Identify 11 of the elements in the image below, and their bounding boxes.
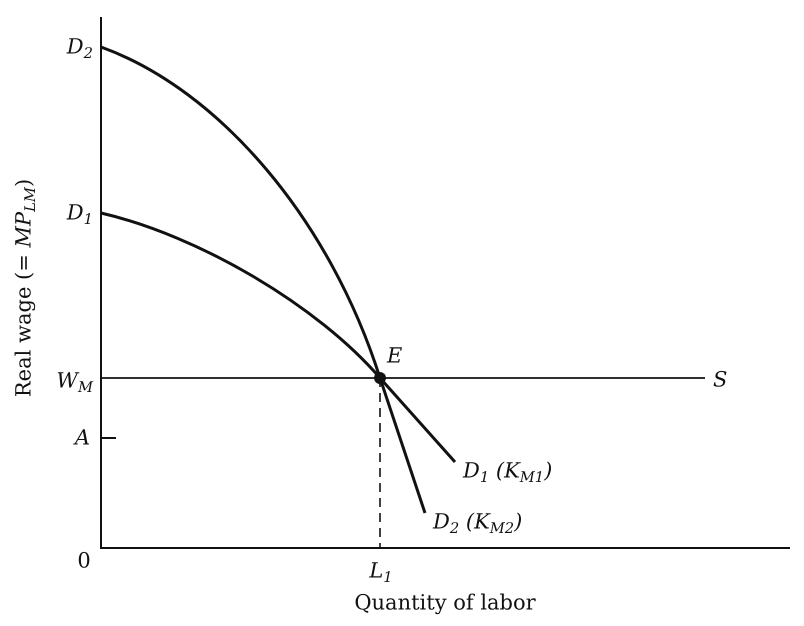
- tick-label: 0: [77, 550, 91, 572]
- tick-label: L$_{1}$: [369, 560, 393, 582]
- curve-label: S: [713, 370, 728, 390]
- tick-label: W$_{M}$: [56, 370, 93, 392]
- axis-title: Quantity of labor: [354, 592, 536, 614]
- tick-label: A: [74, 428, 90, 448]
- intercept-label: D$_{1}$: [66, 202, 93, 224]
- intercept-label: D$_{2}$: [66, 36, 93, 58]
- curve-label: D$_{1}$ (K$_{M1}$): [463, 460, 552, 482]
- curve-label: D$_{2}$ (K$_{M2}$): [433, 512, 522, 532]
- point-label: E: [387, 346, 402, 366]
